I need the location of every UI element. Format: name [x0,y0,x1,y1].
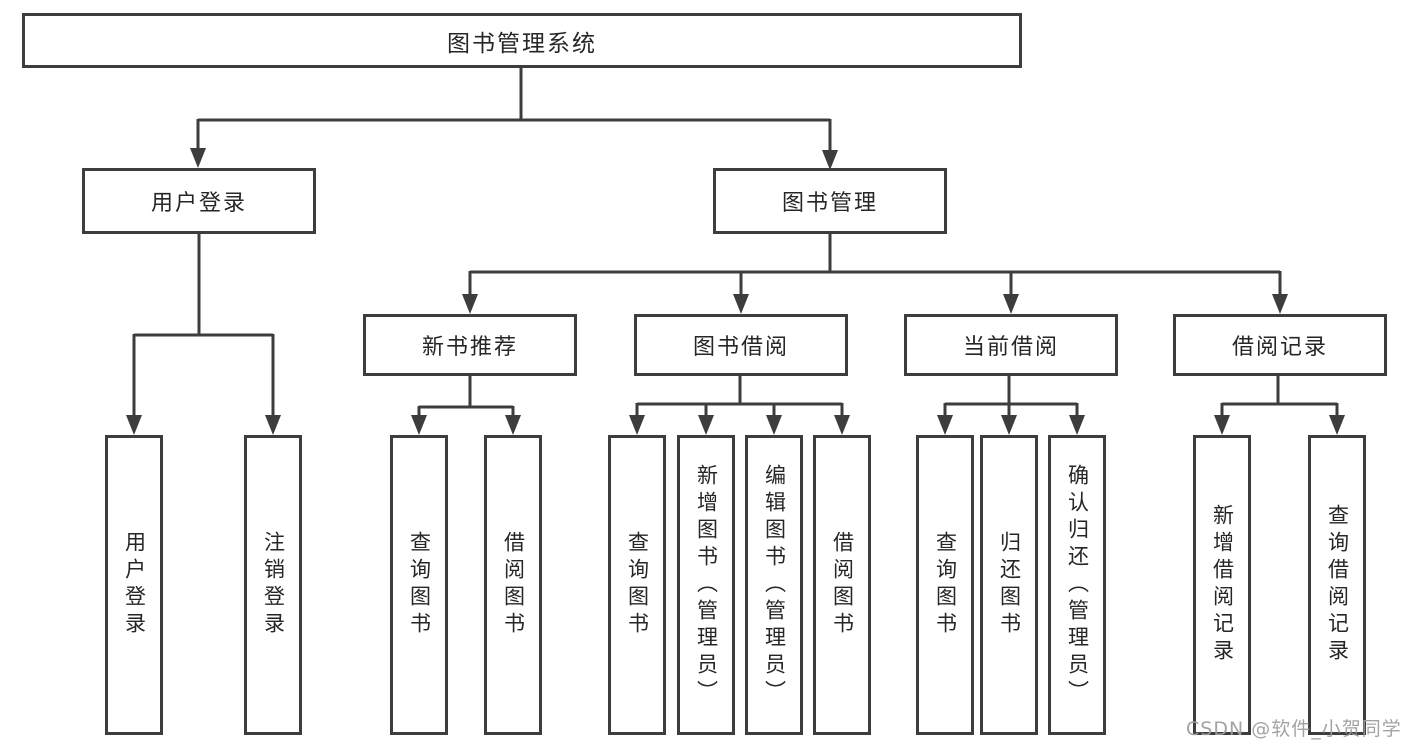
leaf-user-login: 用户登录 [105,435,163,735]
node-new-book-recommend: 新书推荐 [363,314,577,376]
leaf-query-books-borrowing: 查询图书 [608,435,666,735]
node-borrowing-records-label: 借阅记录 [1231,335,1328,360]
connector-user-login-to-leaves [126,234,281,435]
node-current-borrowing: 当前借阅 [904,314,1118,376]
leaf-borrow-books-recommend: 借阅图书 [484,435,542,735]
connector-borrowing-records-to-leaves [1214,376,1345,435]
leaf-query-books-current: 查询图书 [916,435,974,735]
node-book-borrowing: 图书借阅 [634,314,848,376]
node-book-management: 图书管理 [713,168,947,234]
leaf-borrow-books-borrowing: 借阅图书 [813,435,871,735]
node-current-borrowing-label: 当前借阅 [962,335,1059,360]
node-borrowing-records: 借阅记录 [1173,314,1387,376]
node-root-label: 图书管理系统 [447,30,597,57]
node-user-login-label: 用户登录 [150,191,247,216]
connector-book-borrowing-to-leaves [629,376,850,435]
node-book-management-label: 图书管理 [781,191,878,216]
leaf-confirm-return-admin: 确认归还（管理员） [1048,435,1106,735]
node-book-borrowing-label: 图书借阅 [692,335,789,360]
leaf-add-books-admin: 新增图书（管理员） [677,435,735,735]
connector-book-management-to-level3 [462,234,1288,314]
csdn-watermark: CSDN @软件_小贺同学 [1186,718,1402,740]
leaf-edit-books-admin: 编辑图书（管理员） [745,435,803,735]
node-new-book-recommend-label: 新书推荐 [421,335,518,360]
leaf-logout-login: 注销登录 [244,435,302,735]
leaf-query-borrow-record: 查询借阅记录 [1308,435,1366,735]
leaf-query-books-recommend: 查询图书 [390,435,448,735]
connector-new-book-recommend-to-leaves [411,376,521,435]
node-user-login: 用户登录 [82,168,316,234]
connector-current-borrowing-to-leaves [937,376,1085,435]
leaf-return-books: 归还图书 [980,435,1038,735]
leaf-add-borrow-record: 新增借阅记录 [1193,435,1251,735]
connector-root-to-level2 [190,68,838,170]
node-root: 图书管理系统 [22,13,1022,68]
